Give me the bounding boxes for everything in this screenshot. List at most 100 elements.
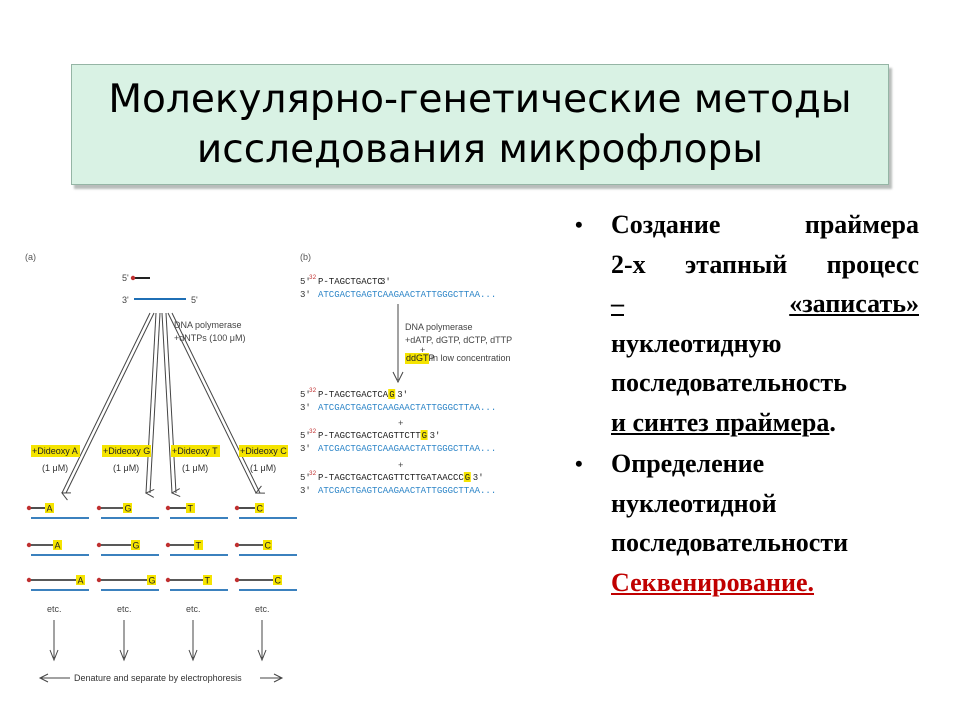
a-3prime-top: 3' xyxy=(122,295,129,305)
fragment-base: T xyxy=(188,504,194,514)
b1-period: . xyxy=(829,407,836,437)
sequencing-diagram: (a) 5' 3' 5' DNA polymerase +dNTPs (100 … xyxy=(25,252,512,684)
dideoxy-a-conc: (1 μM) xyxy=(42,463,68,473)
fragment-base: T xyxy=(196,541,202,551)
product-3prime: 3' xyxy=(397,390,408,400)
denature-arrow-right xyxy=(273,673,284,683)
denature-label: Denature and separate by electrophoresis xyxy=(74,673,242,683)
fragment-base: A xyxy=(55,541,61,551)
etc-label: etc. xyxy=(255,604,270,614)
b2-line1: Определение xyxy=(611,449,765,478)
product-template-seq: ATCGACTGAGTCAAGAACTATTGGGCTTAA... xyxy=(318,403,496,413)
fragment-dot xyxy=(234,542,240,548)
a-polymerase-1: DNA polymerase xyxy=(174,320,242,330)
panel-a-label: (a) xyxy=(25,252,36,262)
b1-dash: – xyxy=(611,289,624,318)
a-arrow-1 xyxy=(62,312,151,493)
a-arrow-3 xyxy=(161,312,172,493)
denature-arrow-left xyxy=(38,673,49,683)
dideoxy-labels: +Dideoxy A (1 μM) +Dideoxy G (1 μM) +Did… xyxy=(31,445,288,473)
product-3prime: 3' xyxy=(430,431,441,441)
fragment-dot xyxy=(26,542,32,548)
product-seq: P-TAGCTGACTCAGTTCTT xyxy=(318,431,421,441)
etc-down-arrow-head xyxy=(257,649,267,662)
b1-line1: Создание праймера xyxy=(611,210,919,239)
b-primer-seq: P-TAGCTGACTC xyxy=(318,277,383,287)
fragment-base: G xyxy=(149,576,156,586)
product-terminator xyxy=(388,389,396,399)
b-primer-3prime: 3' xyxy=(380,277,391,287)
product-3prime: 3' xyxy=(473,473,484,483)
b-template-seq: ATCGACTGAGTCAAGAACTATTGGGCTTAA... xyxy=(318,290,496,300)
dideoxy-a-label: +Dideoxy A xyxy=(32,446,78,456)
b1-line5: последовательность xyxy=(611,368,847,397)
fragment-dot xyxy=(26,505,32,511)
fragment-terminator xyxy=(273,575,282,585)
b2-line3: последовательности xyxy=(611,528,849,557)
a-arrow-2b xyxy=(149,312,161,494)
b1-line4: нуклеотидную xyxy=(611,328,782,358)
dideoxy-c-conc: (1 μM) xyxy=(250,463,276,473)
fragment-terminator xyxy=(255,503,264,513)
product-seq: P-TAGCTGACTCAGTTCTTGATAACCC xyxy=(318,473,464,483)
fragment-terminator xyxy=(186,503,195,513)
b-ddgtp-note: in low concentration xyxy=(431,353,511,363)
a-arrow-3b xyxy=(165,312,177,494)
product-terminator-base: G xyxy=(422,431,427,441)
fragment-terminator xyxy=(76,575,85,585)
fragment-dot xyxy=(26,577,32,583)
fragment-dot xyxy=(165,542,171,548)
fragment-dot xyxy=(165,505,171,511)
bullet-list: • Создание праймера 2-х этапный процесс … xyxy=(575,205,919,602)
fragment-dot xyxy=(96,542,102,548)
b1-primer-synthesis: и синтез праймера xyxy=(611,407,830,437)
fragment-base: G xyxy=(133,541,140,551)
bullet-sequence: • Определение нуклеотидной последователь… xyxy=(575,444,919,602)
etc-down-arrow-head xyxy=(49,649,59,662)
fragment-terminator xyxy=(123,503,132,513)
fragment-dot xyxy=(234,505,240,511)
a-arrow-2 xyxy=(146,312,157,493)
product-terminator xyxy=(463,472,471,482)
etc-down-arrow-head xyxy=(188,649,198,662)
product-terminator-base: G xyxy=(465,473,470,483)
product-template-3prime: 3' xyxy=(300,403,311,413)
fragment-base: T xyxy=(205,576,211,586)
dideoxy-g-label: +Dideoxy G xyxy=(103,446,150,456)
product-template-seq: ATCGACTGAGTCAAGAACTATTGGGCTTAA... xyxy=(318,486,496,496)
title-line-1: Молекулярно-генетические методы xyxy=(108,76,852,122)
b-ddgtp: ddGTP xyxy=(406,353,435,363)
fragment-base: G xyxy=(125,504,132,514)
fragment-dot xyxy=(165,577,171,583)
dideoxy-g-conc: (1 μM) xyxy=(113,463,139,473)
product-32-label: 32 xyxy=(309,470,317,477)
fragment-terminator xyxy=(194,540,203,550)
fragment-base: A xyxy=(78,576,84,586)
dideoxy-t-conc: (1 μM) xyxy=(182,463,208,473)
fragment-dot xyxy=(96,505,102,511)
b1-line6: и синтез праймера. xyxy=(611,403,919,443)
product-plus: + xyxy=(398,461,403,471)
a-arrow-4 xyxy=(167,312,256,493)
b2-sequencing: Секвенирование. xyxy=(611,567,815,597)
panel-b-label: (b) xyxy=(300,252,311,262)
b1-line3: – «записать» xyxy=(611,284,919,324)
product-5prime: 5' xyxy=(300,431,311,441)
product-template-3prime: 3' xyxy=(300,486,311,496)
title-line-2: исследования микрофлоры xyxy=(196,126,764,172)
dideoxy-c-label: +Dideoxy C xyxy=(240,446,287,456)
b1-line2: 2-х этапный процесс xyxy=(611,249,919,279)
a-arrow-1b xyxy=(65,312,155,494)
b-5prime: 5' xyxy=(300,277,311,287)
fragment-base: A xyxy=(47,504,53,514)
etc-label: etc. xyxy=(47,604,62,614)
b1-write-word: «записать» xyxy=(789,289,919,318)
fragment-terminator xyxy=(53,540,62,550)
b-plus: + xyxy=(420,345,425,355)
title-box: Молекулярно-генетические методы исследов… xyxy=(71,64,889,185)
a-5prime-end: 5' xyxy=(191,295,198,305)
